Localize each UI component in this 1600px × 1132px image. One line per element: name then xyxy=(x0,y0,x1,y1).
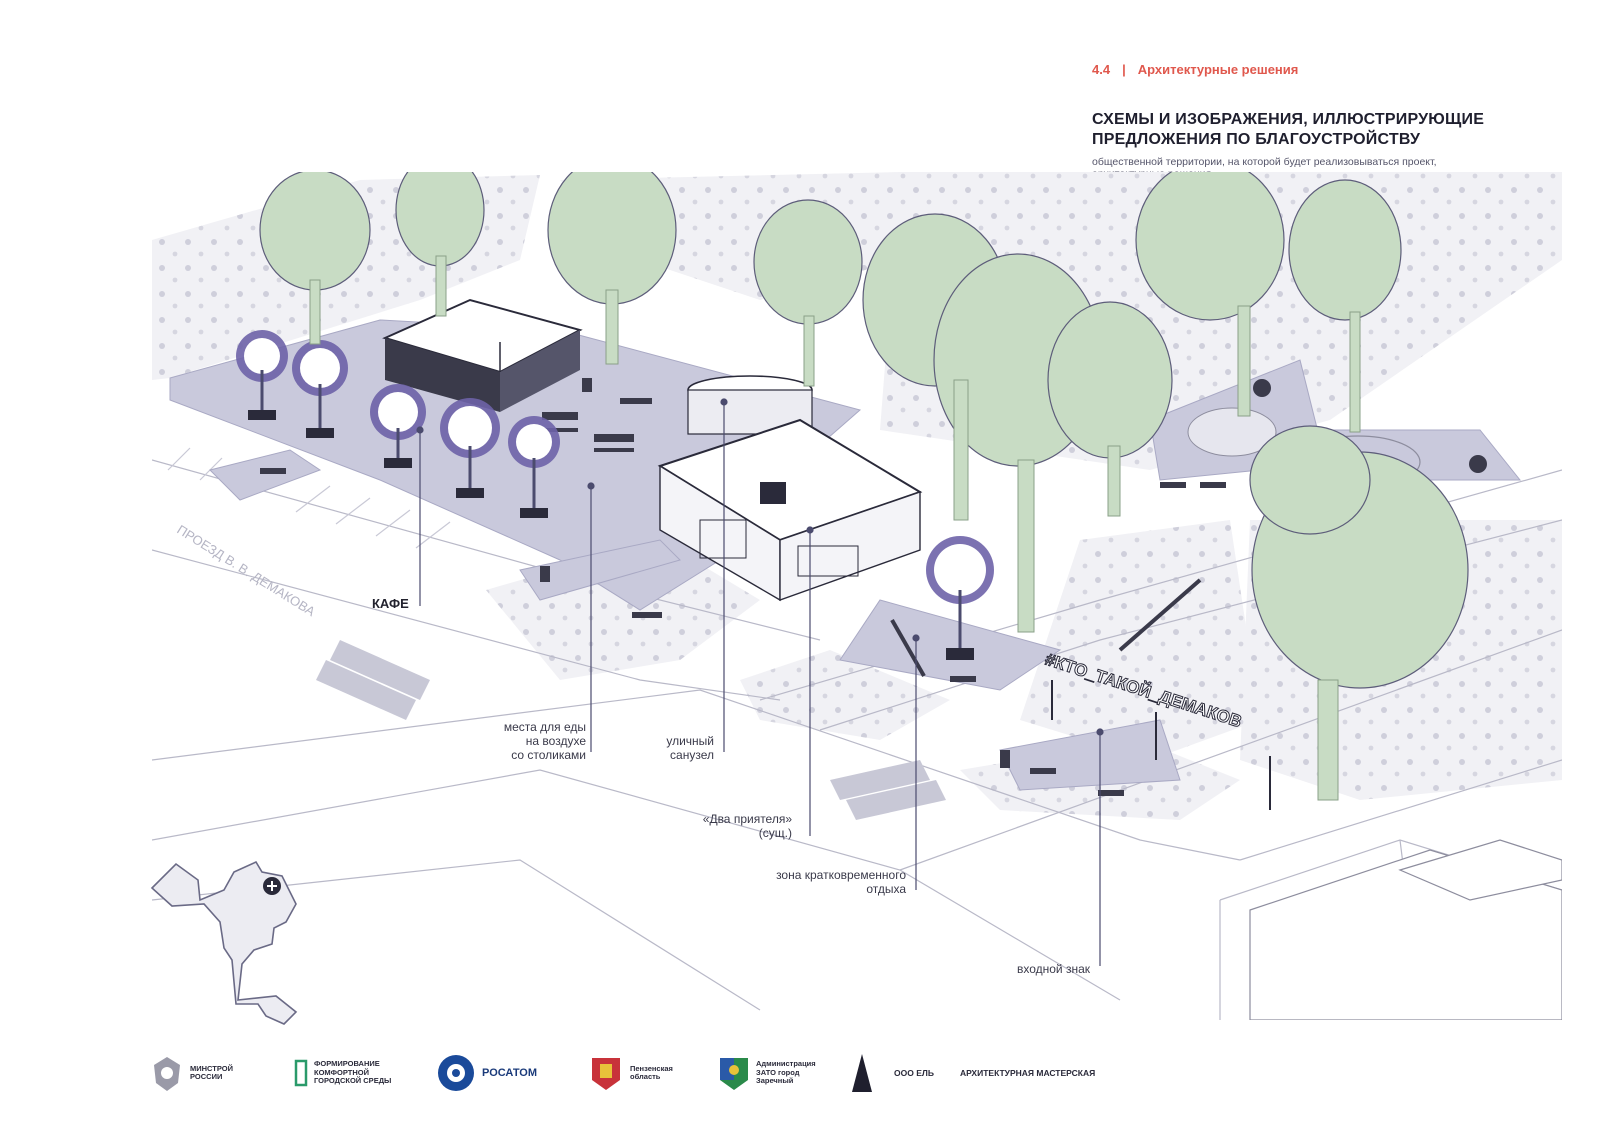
cafe-label: КАФЕ xyxy=(372,596,409,611)
spruce-icon xyxy=(852,1054,872,1092)
locator-minimap xyxy=(150,860,298,1025)
comfort-env-icon xyxy=(294,1059,308,1087)
long-benches xyxy=(890,578,1202,677)
logo-comfort-env: ФОРМИРОВАНИЕ КОМФОРТНОЙ ГОРОДСКОЙ СРЕДЫ xyxy=(294,1050,391,1096)
section-title: Архитектурные решения xyxy=(1137,62,1299,77)
logo-rosatom-text: РОСАТОМ xyxy=(482,1066,537,1079)
callout-rest-zone: зона кратковременного отдыха xyxy=(776,868,906,896)
crosswalk xyxy=(316,640,946,820)
callout-restroom: уличный санузел xyxy=(666,734,714,762)
logo-comfort-env-text: ФОРМИРОВАНИЕ КОМФОРТНОЙ ГОРОДСКОЙ СРЕДЫ xyxy=(314,1059,392,1086)
logo-zarechny: Администрация ЗАТО город Заречный xyxy=(718,1050,816,1096)
logo-rosatom: РОСАТОМ xyxy=(436,1050,537,1096)
section-separator: | xyxy=(1122,62,1126,77)
logo-penza-text: Пензенская область xyxy=(630,1063,673,1081)
partner-logos: МИНСТРОЙ РОССИИ ФОРМИРОВАНИЕ КОМФОРТНОЙ … xyxy=(150,1050,1150,1096)
callout-leaders xyxy=(416,398,1104,966)
callout-two-friends: «Два приятеля» (сущ.) xyxy=(702,812,792,840)
coat-of-arms-icon xyxy=(154,1057,180,1091)
logo-minstroy: МИНСТРОЙ РОССИИ xyxy=(150,1050,233,1096)
section-header: 4.4 | Архитектурные решения xyxy=(1092,62,1298,77)
logo-el-text: ООО ЕЛЬ xyxy=(894,1067,934,1078)
cafe-building xyxy=(382,298,583,412)
logo-zarechny-text: Администрация ЗАТО город Заречный xyxy=(756,1059,816,1086)
logo-el: ООО ЕЛЬ АРХИТЕКТУРНАЯ МАСТЕРСКАЯ xyxy=(850,1050,1095,1096)
two-friends-building xyxy=(657,418,923,602)
page-title: СХЕМЫ И ИЗОБРАЖЕНИЯ, ИЛЛЮСТРИРУЮЩИЕ ПРЕД… xyxy=(1092,111,1485,148)
small-trees xyxy=(236,330,994,660)
logo-arch-studio-text: АРХИТЕКТУРНАЯ МАСТЕРСКАЯ xyxy=(959,1067,1096,1078)
neighbor-buildings xyxy=(1249,839,1562,1020)
street-furniture xyxy=(260,378,1487,796)
callout-entrance-sign: входной знак xyxy=(1016,962,1090,976)
rosatom-icon xyxy=(438,1055,474,1091)
logo-penza: Пензенская область xyxy=(588,1050,673,1096)
penza-emblem-icon xyxy=(592,1058,620,1090)
callout-outdoor-dining: места для еды на воздухе со столиками xyxy=(503,720,586,762)
logo-minstroy-text: МИНСТРОЙ РОССИИ xyxy=(190,1063,233,1081)
section-number: 4.4 xyxy=(1092,62,1111,77)
large-trees xyxy=(259,172,1469,801)
zarechny-emblem-icon xyxy=(720,1058,748,1090)
